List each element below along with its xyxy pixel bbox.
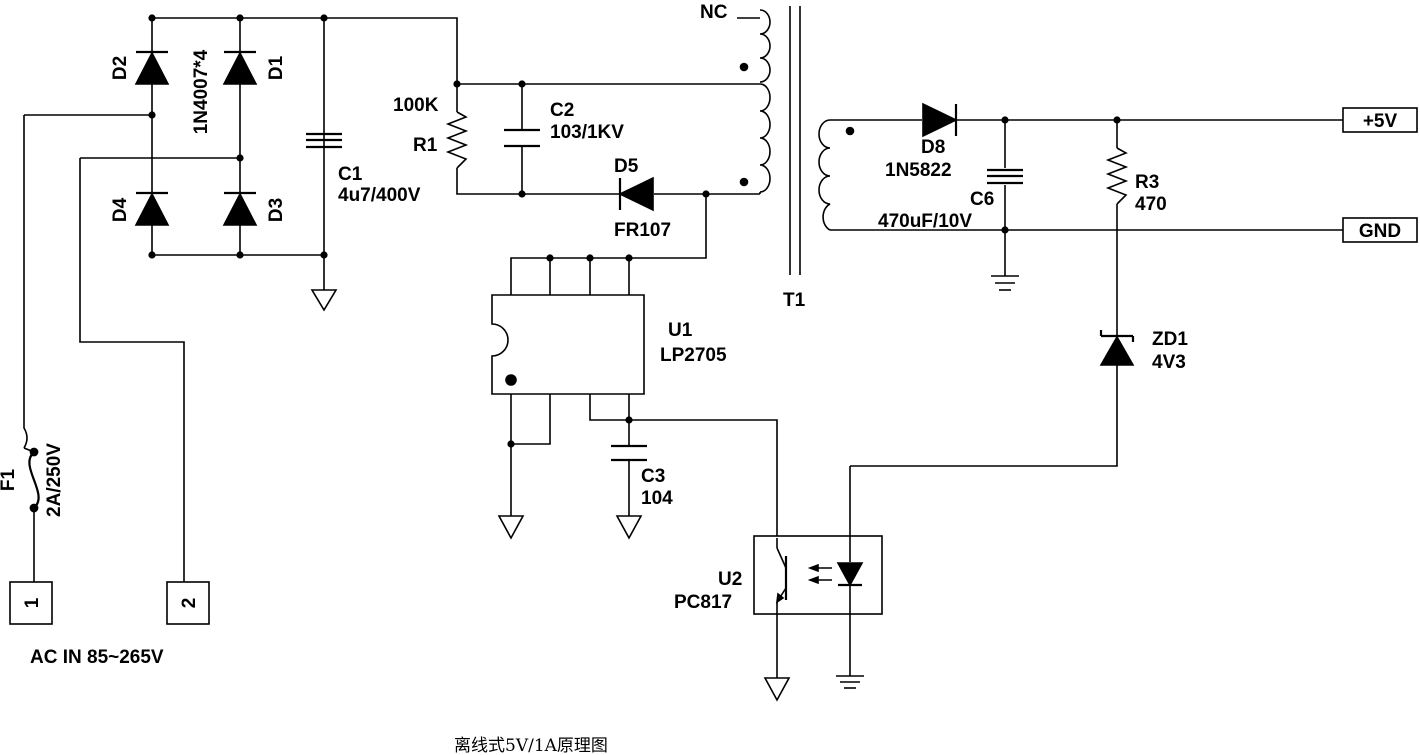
diode-d3 bbox=[222, 191, 258, 226]
capacitor-c6 bbox=[987, 168, 1023, 185]
fuse-f1 bbox=[23, 447, 40, 582]
resistor-r1 bbox=[445, 111, 469, 169]
connector-pin-2 bbox=[166, 581, 210, 625]
zener-zd1 bbox=[850, 330, 1135, 467]
ground-u2-led bbox=[836, 675, 864, 689]
u2-part: PC817 bbox=[674, 592, 732, 613]
d2-label: D2 bbox=[110, 56, 131, 80]
r1-ref: R1 bbox=[413, 135, 438, 156]
diode-d2 bbox=[134, 50, 170, 85]
u1-part: LP2705 bbox=[660, 345, 727, 366]
capacitor-c1: C1 4u7/400V bbox=[306, 132, 421, 206]
output-5v-label: +5V bbox=[1363, 111, 1398, 132]
u1-ref: U1 bbox=[668, 320, 693, 341]
u2-ref: U2 bbox=[718, 569, 742, 590]
diagram-title: 离线式5V/1A原理图 bbox=[454, 736, 608, 755]
optocoupler-u2: U2 PC817 bbox=[674, 466, 883, 702]
d5-value: FR107 bbox=[614, 220, 671, 241]
ac-input: F1 2A/250V 1 2 AC IN 85~265V bbox=[0, 115, 210, 668]
diode-d1 bbox=[222, 50, 258, 85]
nc-label: NC bbox=[700, 2, 728, 23]
fuse-value: 2A/250V bbox=[44, 443, 65, 517]
resistor-r3 bbox=[1105, 120, 1129, 336]
zd1-ref: ZD1 bbox=[1152, 329, 1188, 350]
c3-ref: C3 bbox=[641, 466, 665, 487]
d4-label: D4 bbox=[110, 197, 131, 222]
d8-ref: D8 bbox=[921, 137, 945, 158]
c2-ref: C2 bbox=[550, 100, 574, 121]
capacitor-c2 bbox=[504, 128, 540, 148]
ic-u1: U1 LP2705 bbox=[491, 194, 778, 538]
r3-value: 470 bbox=[1135, 194, 1167, 215]
secondary-output: D8 1N5822 C6 470uF/10V R3 470 bbox=[850, 102, 1418, 467]
capacitor-c3: C3 104 bbox=[611, 444, 673, 540]
c6-ref: C6 bbox=[970, 189, 994, 210]
output-gnd-terminal bbox=[1342, 217, 1418, 243]
d1-label: D1 bbox=[266, 55, 287, 80]
ac-input-label: AC IN 85~265V bbox=[30, 647, 164, 668]
pin-1-label: 1 bbox=[22, 597, 43, 608]
t1-ref: T1 bbox=[783, 290, 806, 311]
c1-ref: C1 bbox=[338, 164, 363, 185]
c2-value: 103/1KV bbox=[550, 122, 624, 143]
r3-ref: R3 bbox=[1135, 172, 1159, 193]
diode-d5 bbox=[618, 176, 654, 212]
output-5v-terminal bbox=[1342, 107, 1418, 133]
c3-value: 104 bbox=[641, 488, 673, 509]
c6-value: 470uF/10V bbox=[878, 211, 972, 232]
r1-value: 100K bbox=[393, 95, 439, 116]
bridge-part-label: 1N4007*4 bbox=[191, 49, 212, 134]
d3-label: D3 bbox=[266, 198, 287, 222]
connector-pin-1 bbox=[9, 581, 53, 625]
snubber: 100K R1 C2 103/1KV D5 FR107 bbox=[393, 80, 760, 241]
pin-2-label: 2 bbox=[179, 598, 200, 609]
d5-ref: D5 bbox=[614, 156, 639, 177]
d8-value: 1N5822 bbox=[885, 160, 952, 181]
diode-d8 bbox=[922, 102, 958, 138]
diode-d4 bbox=[134, 191, 170, 226]
transformer-t1: NC T1 bbox=[700, 2, 1005, 311]
bridge-rectifier: D2 D1 D4 D3 1N4007*4 bbox=[24, 14, 458, 290]
fuse-ref: F1 bbox=[0, 468, 19, 491]
ground-c1 bbox=[310, 289, 338, 312]
output-gnd-label: GND bbox=[1359, 221, 1401, 242]
c1-value: 4u7/400V bbox=[338, 185, 421, 206]
ground-c6 bbox=[991, 275, 1019, 291]
ground-u1 bbox=[497, 515, 525, 540]
zd1-value: 4V3 bbox=[1152, 352, 1186, 373]
